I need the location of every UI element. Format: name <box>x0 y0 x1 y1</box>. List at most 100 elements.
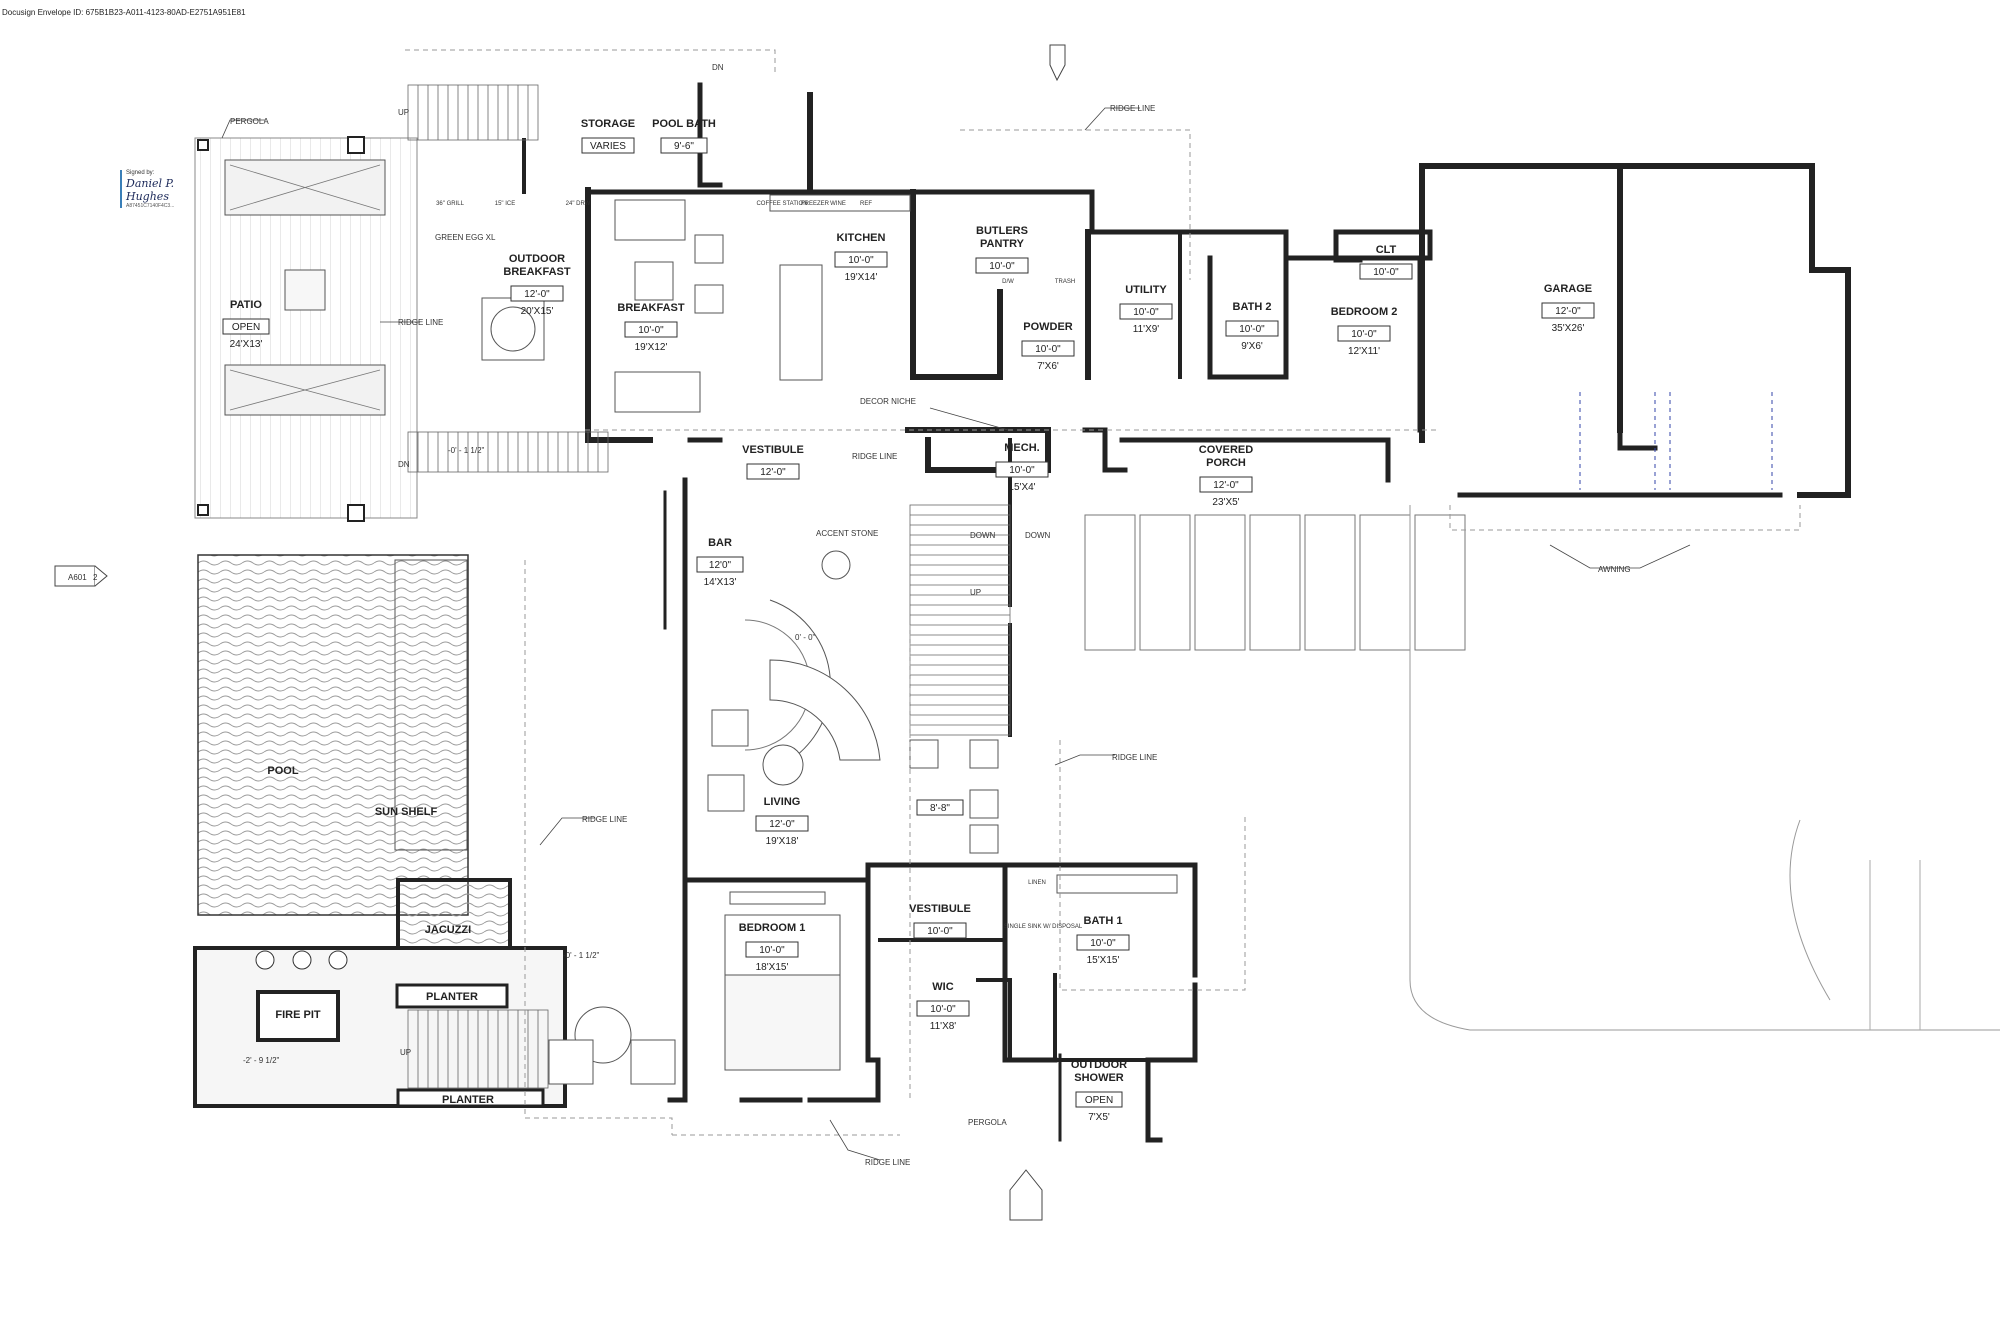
ceiling-height-box <box>755 815 809 832</box>
docusign-envelope-id: Docusign Envelope ID: 675B1B23-A011-4123… <box>2 8 246 17</box>
room-dimension: 15'X4' <box>1008 482 1035 493</box>
ceiling-height: 10'-0" <box>1239 324 1265 335</box>
porch-apron <box>1084 505 2000 1031</box>
ceiling-height-box <box>1076 934 1130 951</box>
ceiling-height: 12'-0" <box>760 467 786 478</box>
single-sink-label: SINGLE SINK W/ DISPOSAL <box>1004 924 1083 930</box>
ceiling-height-box <box>916 1000 970 1017</box>
room-dimension: 19'X18' <box>766 836 799 847</box>
room-mech: MECH. 10'-0" 15'X4' <box>995 442 1049 493</box>
room-name: BAR <box>708 537 732 549</box>
room-name: BEDROOM 2 <box>1331 306 1398 318</box>
ceiling-height-box <box>1199 476 1253 493</box>
wine-label: WINE <box>830 201 846 207</box>
coffee-label: COFFEE STATION <box>756 201 807 207</box>
ceiling-height: 10'-0" <box>927 926 953 937</box>
up-label-3: UP <box>400 1048 411 1057</box>
ref-label: REF <box>860 201 872 207</box>
room-dimension: 19'X14' <box>845 272 878 283</box>
sun-shelf-label: SUN SHELF <box>375 806 438 818</box>
leader-lines <box>221 107 1691 1161</box>
room-name: BREAKFAST <box>617 302 685 314</box>
elevation-marker-3: -0' - 1 1/2" <box>563 951 600 960</box>
elevation-marker-2: 0' - 0" <box>795 633 816 642</box>
ceiling-height-box <box>1225 320 1279 337</box>
pergola-label-top: PERGOLA <box>230 117 269 126</box>
trash-label: TRASH <box>1055 279 1075 285</box>
north-marker-top <box>1049 44 1066 82</box>
ceiling-height-box <box>696 556 744 573</box>
room-dimension: 12'X11' <box>1348 346 1380 357</box>
room-dimension: 20'X15' <box>521 306 554 317</box>
ceiling-height: 10'-0" <box>1351 329 1377 340</box>
fire-pit-label: FIRE PIT <box>275 1009 321 1021</box>
ceiling-height-box <box>746 463 800 480</box>
ceiling-height: 12'0" <box>709 560 732 571</box>
ceiling-height-box <box>222 318 270 335</box>
ceiling-height-box <box>1337 325 1391 342</box>
ceiling-height: 10'-0" <box>930 1004 956 1015</box>
ceiling-height: VARIES <box>590 141 626 152</box>
room-stair-hall: 8'-8" <box>916 799 964 816</box>
jacuzzi-label: JACUZZI <box>425 924 471 936</box>
room-name: PANTRY <box>980 238 1025 250</box>
pool-label: POOL <box>267 765 298 777</box>
pergola-label-bottom: PERGOLA <box>968 1118 1007 1127</box>
ceiling-height-box <box>660 137 708 154</box>
sheet-num: 2 <box>93 573 98 582</box>
up-label-2: UP <box>970 588 981 597</box>
ceiling-height: 10'-0" <box>848 255 874 266</box>
stairs <box>407 84 1011 1089</box>
room-name: CLT <box>1376 244 1397 256</box>
house-walls <box>522 82 1851 1143</box>
ridge-line-label-3: RIDGE LINE <box>1112 753 1157 762</box>
room-name: BATH 2 <box>1233 301 1272 313</box>
pool <box>193 554 567 1108</box>
room-name: UTILITY <box>1125 284 1167 296</box>
green-egg-label: GREEN EGG XL <box>435 233 496 242</box>
ridge-line-label-4: RIDGE LINE <box>582 815 627 824</box>
room-name: MECH. <box>1004 442 1039 454</box>
up-label-1: UP <box>398 108 409 117</box>
freezer-label: FREEZER <box>801 201 830 207</box>
room-name: BREAKFAST <box>503 266 571 278</box>
room-dimension: 15'X15' <box>1087 955 1120 966</box>
room-name: VESTIBULE <box>742 444 804 456</box>
ceiling-height-box <box>834 251 888 268</box>
room-name: STORAGE <box>581 118 635 130</box>
room-name: COVERED <box>1199 444 1253 456</box>
ceiling-height-box <box>624 321 678 338</box>
room-name: POOL BATH <box>652 118 716 130</box>
room-name: SHOWER <box>1074 1072 1124 1084</box>
ceiling-height-box <box>913 922 967 939</box>
dn-label-2: DN <box>398 460 410 469</box>
drw-label: 24" DRW <box>566 201 591 207</box>
ridge-line-label-2: RIDGE LINE <box>1110 104 1155 113</box>
signature-name: Daniel P. Hughes <box>126 177 175 203</box>
decor-niche-label: DECOR NICHE <box>860 397 916 406</box>
ceiling-height: 10'-0" <box>1035 344 1061 355</box>
ceiling-height-box <box>1075 1091 1123 1108</box>
room-bedroom-1: BEDROOM 110'-0"18'X15' <box>739 922 806 973</box>
room-dimension: 9'X6' <box>1241 341 1263 352</box>
sheet-ref: A601 <box>68 573 87 582</box>
room-name: BATH 1 <box>1084 915 1123 927</box>
ceiling-height-box <box>1021 340 1075 357</box>
ceiling-height: 12'-0" <box>769 819 795 830</box>
ceiling-height: 10'-0" <box>1009 465 1035 476</box>
ceiling-height: 8'-8" <box>930 803 950 814</box>
ceiling-height-box <box>581 137 635 154</box>
